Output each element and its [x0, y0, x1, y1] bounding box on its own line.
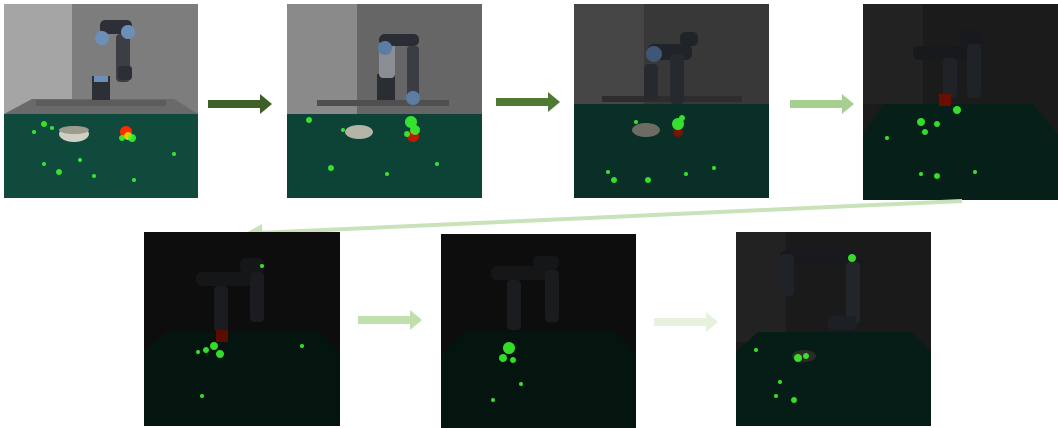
frame-step-6: [441, 234, 636, 428]
frame-step-3: [574, 4, 769, 198]
frame-step-2: [287, 4, 482, 198]
frame-step-5: [144, 232, 340, 426]
arrow-5-to-6: [358, 310, 422, 330]
frame-step-4: [863, 4, 1058, 200]
arrow-3-to-4: [790, 94, 854, 114]
frame-step-1: [4, 4, 198, 198]
arrow-6-to-7: [654, 312, 718, 332]
frame-step-7: [736, 232, 931, 426]
arrow-2-to-3: [496, 92, 560, 112]
arrow-1-to-2: [208, 94, 272, 114]
